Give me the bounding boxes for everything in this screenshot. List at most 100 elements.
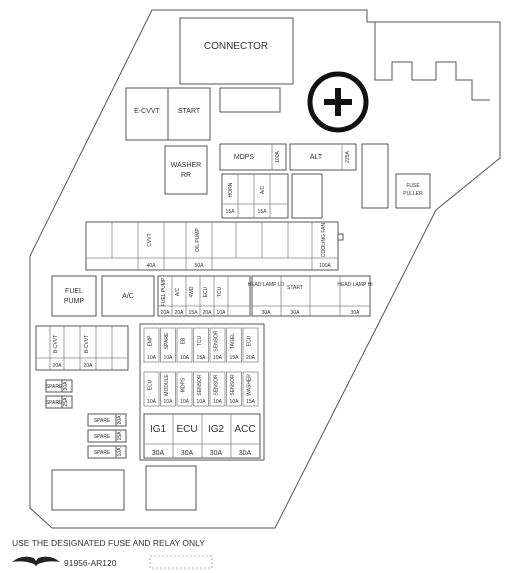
mini-fuse-slot [176, 327, 193, 363]
connector-label: CONNECTOR [204, 41, 268, 52]
fuse-start-amp: 30A [291, 310, 301, 316]
mid-fuse-amp: 10A [217, 310, 227, 316]
fuse-horn-amp: 15A [226, 209, 236, 215]
mini-fuse-label: WASHER [247, 374, 253, 396]
spare-amp-5: 10A [117, 447, 123, 457]
wing-logo-icon [12, 556, 60, 566]
fuse-alt [289, 143, 357, 171]
spare-amp-2: 25A [63, 397, 69, 407]
mini-fuse-label: SENSOR [197, 374, 203, 396]
mini-fuse-label: ECU [247, 335, 253, 346]
mini-fuse-slot [143, 371, 160, 407]
blank-slot-top [219, 87, 281, 113]
relay-fuel-pump-label-1: FUEL [65, 288, 83, 295]
mini-fuse-amp: 10A [213, 399, 223, 405]
plus-circle-icon [307, 71, 369, 133]
fuse-ig2-amp: 30A [210, 450, 223, 457]
mini-fuse-amp: 10A [180, 399, 190, 405]
mini-fuse-amp: 20A [246, 355, 256, 361]
connector-block [179, 17, 294, 85]
spare-label-3: SPARE [94, 418, 111, 424]
washer-label-1: WASHER [171, 162, 201, 169]
mini-fuse-slot [193, 371, 209, 407]
fuse-alt-label: ALT [310, 154, 323, 161]
fuse-cvvt-label: CVVT [147, 233, 153, 246]
relay-ac [101, 275, 155, 317]
fuse-alt-amp: 225A [345, 151, 351, 163]
fuse-block-left [35, 325, 129, 371]
blank-slot-right [361, 143, 389, 209]
fuse-block-headlamp [251, 275, 371, 317]
spare-label-1: SPARE [46, 384, 63, 390]
mini-fuse-slot [226, 327, 242, 363]
mini-fuse-label: MDPS [181, 377, 187, 392]
mid-fuse-label: FUEL PUMP [161, 277, 167, 306]
mid-fuse-label: ECU [203, 286, 209, 297]
mini-fuse-slot [226, 371, 242, 407]
spare-amp-3: 20A [117, 415, 123, 425]
mini-fuse-amp: 10A [230, 399, 240, 405]
mid-fuse-amp: 20A [203, 310, 213, 316]
fuse-ecu-label: ECU [176, 424, 197, 435]
mini-fuse-label: TAGEL [230, 333, 236, 349]
mini-fuse-amp: 15A [246, 399, 256, 405]
mid-fuse-amp: 15A [189, 310, 199, 316]
mini-fuse-slot [242, 327, 259, 363]
spare-amp-4: 15A [117, 431, 123, 441]
designated-fuse-note: USE THE DESIGNATED FUSE AND RELAY ONLY [12, 538, 205, 548]
mini-fuse-slot [143, 327, 160, 363]
fuse-mdps-amp: 100A [275, 151, 281, 163]
spare-label-4: SPARE [94, 434, 111, 440]
relay-e-cvvt-label: E-CVVT [134, 108, 160, 115]
mini-fuse-amp: 10A [164, 399, 174, 405]
mini-fuse-amp: 10A [197, 399, 207, 405]
fuse-b-cvvt-2-label: B-CVVT [84, 335, 90, 353]
fuse-cooling-fan-amp: 100A [319, 263, 331, 269]
mini-fuse-slot [242, 371, 259, 407]
mini-fuse-label: SPARE [164, 332, 170, 349]
mid-fuse-label: TCU [217, 286, 223, 297]
fuse-acc-label: ACC [234, 424, 255, 435]
mini-fuse-slot [209, 327, 226, 363]
fuse-head-lamp-hi-label: HEAD LAMP HI [337, 282, 372, 288]
mini-fuse-label: TCU [197, 335, 203, 346]
mini-fuse-label: MODULE [164, 374, 170, 396]
relay-fuel-pump-label-2: PUMP [64, 298, 85, 305]
mini-fuse-amp: 15A [197, 355, 207, 361]
mini-fuse-slot [160, 327, 176, 363]
mini-fuse-amp: 10A [213, 355, 223, 361]
fuse-b-cvvt-1-amp: 20A [53, 363, 63, 369]
mini-fuse-row-2: ECU 10A MODULE 10A MDPS 10A SENSOR 10A SENSOR 10A… [143, 371, 259, 407]
washer-label-2: RR [181, 172, 191, 179]
mid-fuse-label: A/C [175, 287, 181, 296]
label-box-dashed [149, 555, 213, 569]
small-fuse-block [221, 173, 289, 219]
mini-fuse-amp: 10A [147, 355, 157, 361]
blank-block-bottom-left [51, 469, 125, 511]
fuse-block-mid [157, 275, 251, 317]
mini-fuse-label: SENSOR [214, 374, 220, 396]
fuse-mdps [219, 143, 287, 171]
fuse-head-lamp-lo-label: HEAD LAMP LO [248, 282, 285, 288]
fuse-acc-amp: 30A [239, 450, 252, 457]
mini-fuse-label: ECU [148, 379, 154, 390]
relay-start [167, 87, 211, 141]
blank-slot-mid [291, 173, 323, 219]
mini-fuse-block [139, 323, 265, 461]
mini-fuse-amp: 10A [180, 355, 190, 361]
mid-fuse-amp: 20A [161, 310, 171, 316]
part-number: 91956-AR120 [64, 558, 117, 568]
mini-fuse-amp: 10A [147, 399, 157, 405]
mini-fuse-label: SENSOR [214, 330, 220, 352]
fuse-box-outline [29, 9, 501, 529]
fuse-b-cvvt-2-amp: 20A [84, 363, 94, 369]
blank-block-bottom-mid [145, 465, 197, 511]
fuse-oil-pump-amp: 50A [195, 263, 205, 269]
relay-fuel-pump [51, 275, 97, 317]
housing-cutout [374, 22, 490, 101]
fuse-cvvt-amp: 40A [147, 263, 157, 269]
relay-washer-rr [164, 145, 208, 195]
fuse-puller-label-2: PULLER [403, 191, 423, 197]
mini-fuse-label: EB [181, 337, 187, 344]
